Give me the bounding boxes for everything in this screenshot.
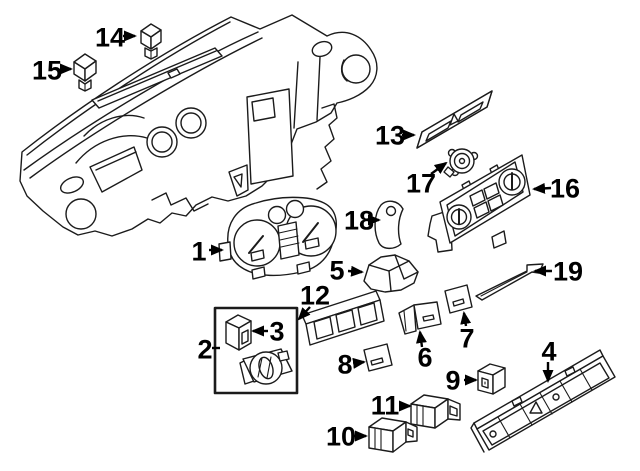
side-vent-round	[341, 54, 371, 84]
callout-12-label[interactable]: 12	[300, 281, 330, 311]
headlight-switch-drawing	[239, 348, 293, 385]
part-11-switch-drawing	[410, 394, 461, 429]
part-5-bracket-drawing	[363, 254, 419, 293]
callout-19-label[interactable]: 19	[553, 257, 583, 287]
callout-16-label[interactable]: 16	[550, 174, 580, 204]
part-9-switch-drawing	[477, 363, 506, 395]
part-3-switch-drawing	[225, 314, 252, 351]
line-art-layer	[19, 14, 616, 453]
callout-16-arrow	[532, 182, 552, 194]
callout-11-label[interactable]: 11	[371, 391, 400, 421]
gauge-small-left	[267, 205, 287, 225]
callout-3-label[interactable]: 3	[269, 317, 284, 347]
callout-17-label[interactable]: 17	[406, 169, 436, 199]
part-7-blank-plate-drawing	[444, 284, 473, 314]
callout-17-arrow	[430, 161, 448, 175]
callout-15-label[interactable]: 15	[32, 56, 62, 86]
callout-12-arrow	[297, 306, 311, 321]
part-8-blank-plate-drawing	[363, 343, 393, 372]
callout-14-label[interactable]: 14	[95, 23, 125, 53]
part-18-cover-drawing	[374, 200, 404, 250]
gauge-small-right	[285, 199, 305, 219]
center-stack-cutout	[246, 88, 294, 185]
callout-10-label[interactable]: 10	[326, 422, 356, 452]
callout-13-label[interactable]: 13	[375, 121, 405, 151]
part-15-clip-drawing	[73, 53, 97, 92]
callout-7-label[interactable]: 7	[459, 324, 474, 354]
callout-5-label[interactable]: 5	[329, 256, 344, 286]
part-4-switch-panel-drawing	[470, 349, 616, 453]
hazard-triangle-icon	[529, 401, 543, 414]
callout-1-label[interactable]: 1	[191, 237, 206, 267]
callout-8-label[interactable]: 8	[337, 350, 352, 380]
callout-7-arrow	[460, 311, 472, 327]
hazard-triangle-icon	[449, 113, 459, 126]
cluster-display	[277, 221, 300, 260]
defroster-vent-slot	[91, 47, 223, 109]
callout-5-arrow	[347, 265, 364, 277]
callout-9-label[interactable]: 9	[445, 366, 460, 396]
callout-6-arrow	[416, 330, 427, 348]
part-1-instrument-cluster-drawing	[218, 196, 337, 280]
dashboard-body-drawing	[19, 14, 378, 237]
part-19-trim-strip-drawing	[475, 263, 544, 301]
part-16-climate-control-drawing	[427, 154, 531, 253]
side-vent-oval	[311, 40, 333, 58]
part-17-sensor-drawing	[443, 148, 479, 178]
part-12-switch-panel-drawing	[301, 290, 385, 346]
callout-4-label[interactable]: 4	[541, 337, 556, 367]
callout-18-label[interactable]: 18	[344, 206, 374, 236]
part-13-trim-strip-drawing	[416, 90, 493, 149]
cluster-cutout	[89, 146, 143, 193]
part-6-switch-drawing	[398, 301, 442, 335]
callout-8-arrow	[352, 357, 366, 369]
part-14-clip-drawing	[140, 23, 162, 60]
callout-6-label[interactable]: 6	[417, 343, 432, 373]
cluster-mount-tab	[218, 241, 232, 262]
part-10-switch-drawing	[368, 417, 418, 453]
part-2-group-box	[213, 306, 299, 395]
callout-2-label[interactable]: 2	[197, 335, 212, 365]
